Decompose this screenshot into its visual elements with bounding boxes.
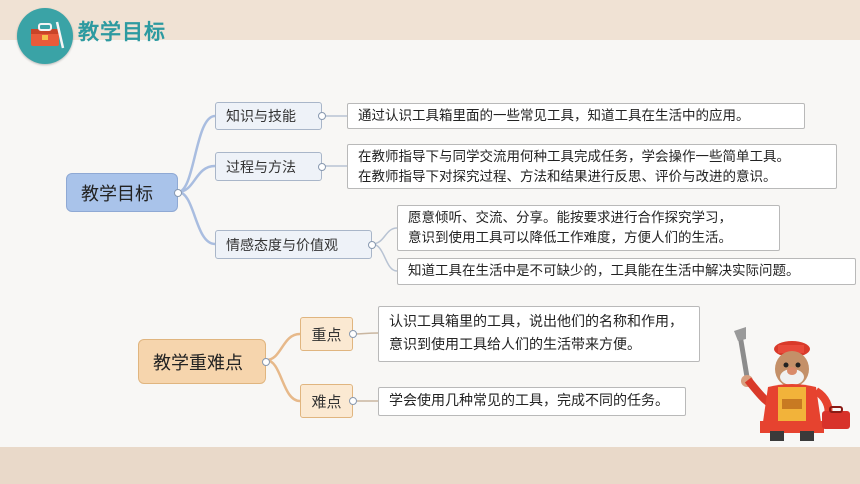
- collapse-toggle-icon[interactable]: [174, 188, 182, 197]
- branch-process-methods[interactable]: 过程与方法: [215, 152, 326, 181]
- branch-label: 知识与技能: [226, 109, 296, 125]
- footer-band: [0, 447, 860, 484]
- page-title: 教学目标: [78, 20, 166, 44]
- detail-line: 认识工具箱里的工具，说出他们的名称和作用，: [389, 314, 683, 330]
- detail-line: 学会使用几种常见的工具，完成不同的任务。: [389, 393, 669, 409]
- branch-label: 重点: [311, 325, 342, 344]
- collapse-toggle-icon[interactable]: [349, 330, 357, 338]
- detail-box: 在教师指导下与同学交流用何种工具完成任务，学会操作一些简单工具。 在教师指导下对…: [347, 144, 837, 189]
- branch-label: 难点: [311, 392, 342, 411]
- detail-line: 在教师指导下与同学交流用何种工具完成任务，学会操作一些简单工具。: [358, 149, 790, 165]
- collapse-toggle-icon[interactable]: [368, 240, 376, 249]
- collapse-toggle-icon[interactable]: [318, 162, 326, 171]
- detail-line: 意识到使用工具给人们的生活带来方便。: [389, 337, 641, 353]
- branch-attitudes-values[interactable]: 情感态度与价值观: [215, 230, 376, 259]
- toolbox-icon: [17, 8, 73, 64]
- detail-line: 知道工具在生活中是不可缺少的，工具能在生活中解决实际问题。: [408, 263, 800, 279]
- detail-box: 通过认识工具箱里面的一些常见工具，知道工具在生活中的应用。: [347, 103, 805, 129]
- detail-line: 通过认识工具箱里面的一些常见工具，知道工具在生活中的应用。: [358, 108, 750, 124]
- detail-box: 知道工具在生活中是不可缺少的，工具能在生活中解决实际问题。: [397, 258, 856, 285]
- header-band: [0, 0, 860, 40]
- collapse-toggle-icon[interactable]: [318, 112, 326, 120]
- plumber-mascot-icon: [730, 325, 855, 449]
- detail-box: 愿意倾听、交流、分享。能按要求进行合作探究学习， 意识到使用工具可以降低工作难度…: [397, 205, 780, 251]
- collapse-toggle-icon[interactable]: [262, 357, 270, 366]
- detail-box: 学会使用几种常见的工具，完成不同的任务。: [378, 387, 686, 416]
- collapse-toggle-icon[interactable]: [349, 397, 357, 405]
- keypoints-root-node[interactable]: 教学重难点: [138, 339, 270, 384]
- goals-root-label: 教学目标: [81, 183, 153, 205]
- branch-difficult-point[interactable]: 难点: [300, 384, 357, 418]
- detail-line: 在教师指导下对探究过程、方法和结果进行反思、评价与改进的意识。: [358, 169, 777, 185]
- detail-line: 愿意倾听、交流、分享。能按要求进行合作探究学习，: [408, 210, 732, 226]
- goals-root-node[interactable]: 教学目标: [66, 173, 182, 212]
- keypoints-root-label: 教学重难点: [153, 352, 243, 374]
- branch-label: 情感态度与价值观: [226, 237, 338, 254]
- branch-key-point[interactable]: 重点: [300, 317, 357, 351]
- branch-knowledge-skills[interactable]: 知识与技能: [215, 102, 326, 130]
- detail-line: 意识到使用工具可以降低工作难度，方便人们的生活。: [408, 230, 732, 246]
- detail-box: 认识工具箱里的工具，说出他们的名称和作用， 意识到使用工具给人们的生活带来方便。: [378, 306, 700, 362]
- branch-label: 过程与方法: [226, 159, 296, 176]
